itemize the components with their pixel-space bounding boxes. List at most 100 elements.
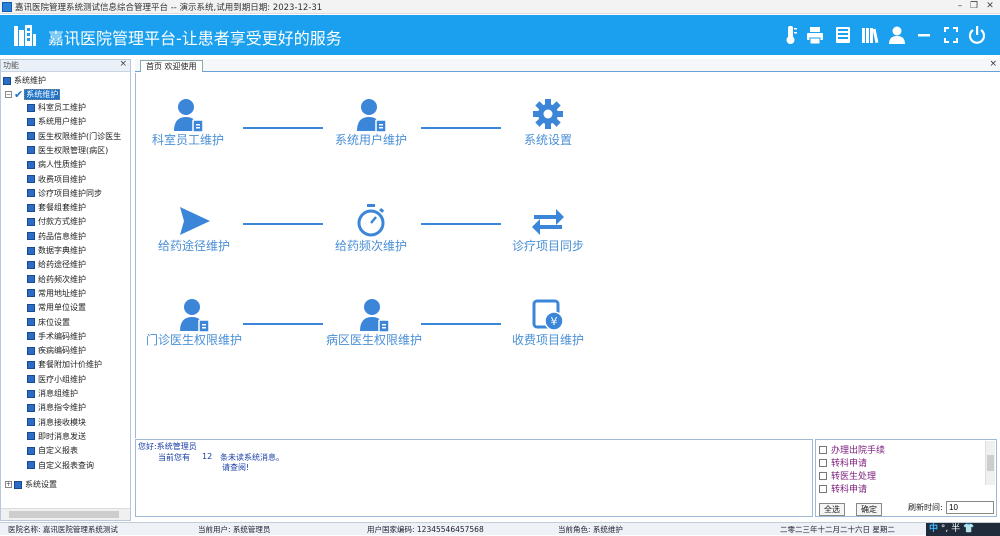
tree-item[interactable]: 消息组维护 [27, 388, 78, 402]
node-system-settings[interactable]: 系统设置 [488, 95, 608, 148]
folder-icon [3, 76, 11, 85]
checkbox[interactable] [819, 458, 827, 467]
scrollbar-thumb[interactable] [987, 455, 994, 471]
save-icon[interactable] [833, 24, 853, 46]
notify-vertical-scrollbar[interactable] [985, 441, 995, 485]
expand-toggle-icon[interactable]: + [5, 481, 12, 488]
refresh-time-label: 刷新时间: [908, 503, 943, 512]
notify-item[interactable]: 转科申请 [819, 482, 867, 495]
tree-item[interactable]: 床位设置 [27, 317, 70, 331]
tree-item-label: 自定义报表查询 [38, 460, 94, 470]
tree-node-system-maintenance[interactable]: −✔系统维护 [5, 88, 61, 101]
node-label: 诊疗项目同步 [511, 239, 584, 253]
module-icon [27, 360, 35, 369]
tree-item[interactable]: 付款方式维护 [27, 216, 86, 230]
checkbox[interactable] [819, 484, 827, 493]
tree-item[interactable]: 消息接收模块 [27, 417, 86, 431]
please-check-link[interactable]: 请查阅! [222, 463, 250, 472]
module-icon [27, 389, 35, 398]
refresh-time-input[interactable] [946, 501, 994, 514]
workflow-diagram: 科室员工维护 系统用户维护 系统设置 给药途径维护 [135, 73, 1000, 438]
notify-item[interactable]: 转医生处理 [819, 469, 876, 482]
tree-item-label: 消息指令维护 [38, 403, 86, 413]
connector-line [243, 127, 323, 129]
tree-item[interactable]: 给药频次维护 [27, 274, 86, 288]
scrollbar-thumb[interactable] [9, 511, 119, 518]
node-route-maintenance[interactable]: 给药途径维护 [134, 201, 254, 254]
checkbox[interactable] [819, 445, 827, 454]
module-icon [27, 275, 35, 284]
status-hospital: 医院名称: 嘉讯医院管理系统测试 [8, 525, 118, 534]
tree-item[interactable]: 给药途径维护 [27, 259, 86, 273]
node-ward-doctor-permission[interactable]: 病区医生权限维护 [314, 295, 434, 348]
node-outpatient-doctor-permission[interactable]: 门诊医生权限维护 [134, 295, 254, 348]
function-panel-header: 功能 × [1, 59, 130, 72]
tree-item[interactable]: 科室员工维护 [27, 102, 86, 116]
tree-root-system-maintenance[interactable]: 系统维护 [3, 75, 46, 89]
tree-item-label: 收费项目维护 [38, 174, 86, 184]
power-icon[interactable] [967, 24, 987, 46]
confirm-button[interactable]: 确定 [856, 503, 882, 516]
tree-item[interactable]: 常用地址维护 [27, 288, 86, 302]
node-system-user-maintenance[interactable]: 系统用户维护 [311, 95, 431, 148]
tree-item[interactable]: 数据字典维护 [27, 245, 86, 259]
tree-item-label: 药品信息维护 [38, 231, 86, 241]
module-icon [27, 217, 35, 226]
tree-item[interactable]: 套餐附加计价维护 [27, 359, 102, 373]
tree-item[interactable]: 病人性质维护 [27, 159, 86, 173]
tab-home-welcome[interactable]: 首页 欢迎使用 [140, 60, 203, 72]
fullscreen-icon[interactable] [941, 24, 961, 46]
tree-horizontal-scrollbar[interactable] [1, 508, 130, 520]
tree-item[interactable]: 医生权限管理(病区) [27, 145, 108, 159]
notify-item[interactable]: 转科申请 [819, 456, 867, 469]
restore-button[interactable]: ❐ [969, 1, 979, 11]
tree-item[interactable]: 常用单位设置 [27, 302, 86, 316]
minimize-button[interactable]: – [957, 1, 963, 11]
tree-item[interactable]: 套餐组套维护 [27, 202, 86, 216]
tree-item[interactable]: 即时消息发送 [27, 431, 86, 445]
function-panel-close-button[interactable]: × [119, 59, 127, 69]
tree-item[interactable]: 疾病编码维护 [27, 345, 86, 359]
close-button[interactable]: ✕ [986, 1, 994, 11]
tree-item[interactable]: 医疗小组维护 [27, 374, 86, 388]
checkbox[interactable] [819, 471, 827, 480]
tree-item-label: 消息接收模块 [38, 417, 86, 427]
thermometer-icon[interactable] [781, 24, 801, 46]
tree-item[interactable]: 自定义报表 [27, 445, 78, 459]
notify-item[interactable]: 办理出院手续 [819, 443, 885, 456]
tree-item-label: 床位设置 [38, 317, 70, 327]
select-all-button[interactable]: 全选 [819, 503, 845, 516]
tree-item[interactable]: 手术编码维护 [27, 331, 86, 345]
printer-icon[interactable] [805, 24, 825, 46]
library-icon[interactable] [860, 24, 880, 46]
function-panel: 功能 × 系统维护 −✔系统维护 科室员工维护系统用户维护医生权限维护(门诊医生… [0, 59, 131, 521]
tree-item[interactable]: 收费项目维护 [27, 174, 86, 188]
tree-item[interactable]: 系统用户维护 [27, 116, 86, 130]
connector-line [243, 223, 323, 225]
collapse-toggle-icon[interactable]: − [5, 91, 12, 98]
tree-item[interactable]: 医生权限维护(门诊医生 [27, 131, 121, 145]
tree-item[interactable]: 药品信息维护 [27, 231, 86, 245]
minimize-icon[interactable] [914, 24, 934, 46]
tree-node-system-settings[interactable]: +系统设置 [5, 480, 57, 489]
tree-item-label: 给药途径维护 [38, 260, 86, 270]
tree-item[interactable]: 消息指令维护 [27, 402, 86, 416]
message-area: 您好:系统管理员 当前您有 12 条未读系统消息。 请查阅! [135, 439, 813, 517]
node-label: 门诊医生权限维护 [145, 333, 242, 347]
node-frequency-maintenance[interactable]: 给药频次维护 [311, 201, 431, 254]
ime-indicator[interactable]: 中 °, 半 👕 [926, 523, 1000, 536]
status-role: 当前角色: 系统维护 [558, 525, 623, 534]
node-staff-maintenance[interactable]: 科室员工维护 [128, 95, 248, 148]
tree-item[interactable]: 诊疗项目维护同步 [27, 188, 102, 202]
node-fee-item-maintenance[interactable]: ¥ 收费项目维护 [488, 295, 608, 348]
tree-item-label: 自定义报表 [38, 446, 78, 456]
tab-close-button[interactable]: × [989, 59, 997, 69]
connector-line [421, 127, 501, 129]
ime-options: °, 半 👕 [940, 524, 975, 534]
node-treatment-sync[interactable]: 诊疗项目同步 [488, 201, 608, 254]
user-icon[interactable] [887, 24, 907, 46]
module-icon [27, 446, 35, 455]
module-icon [27, 260, 35, 269]
gear-icon [533, 99, 563, 129]
tree-item[interactable]: 自定义报表查询 [27, 460, 94, 474]
